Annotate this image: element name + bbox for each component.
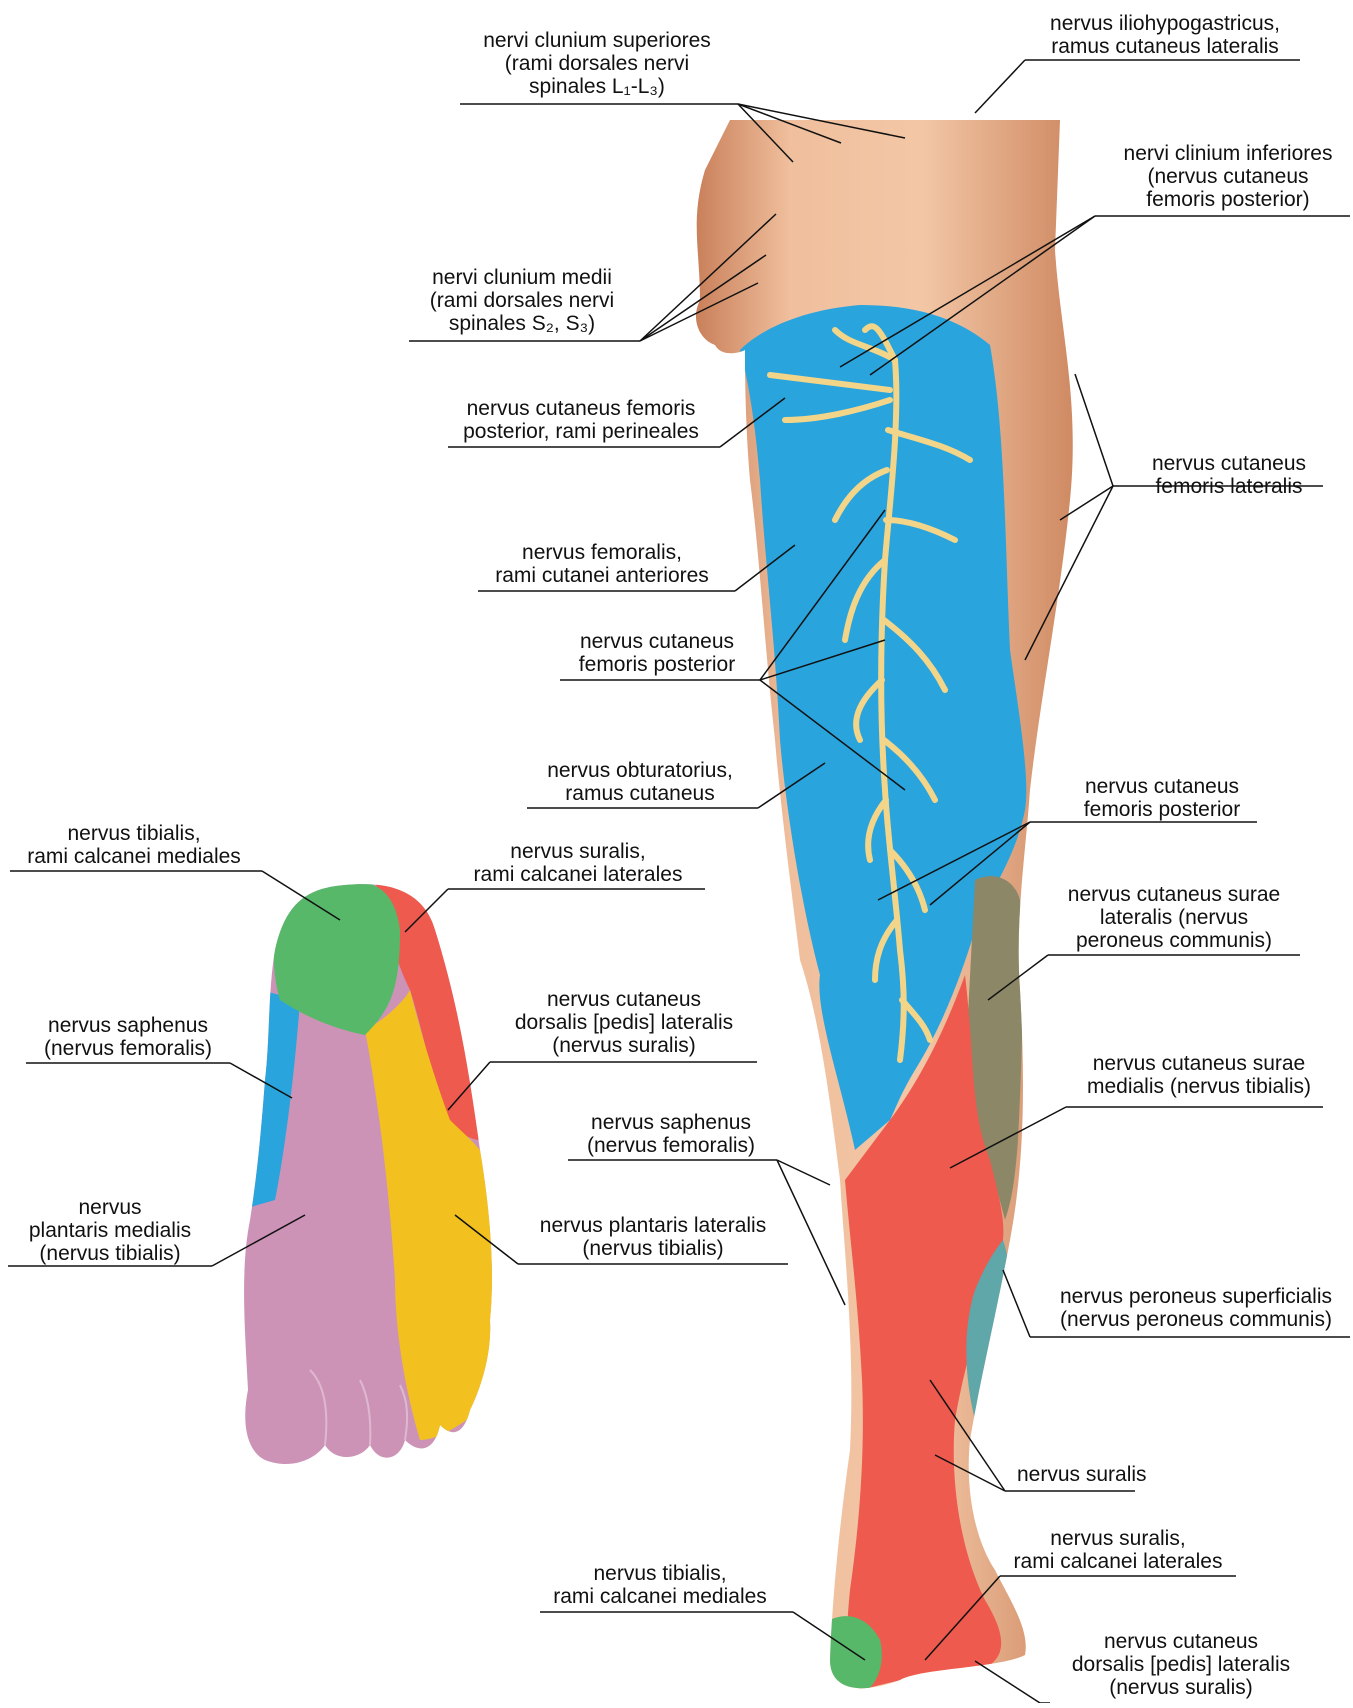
label-dorsalis-foot: nervus cutaneus dorsalis [pedis] lateral…: [515, 988, 733, 1057]
leader-line: [777, 1160, 845, 1305]
label-clunium-medii: nervi clunium medii (rami dorsales nervi…: [430, 266, 614, 335]
label-dorsalis-leg: nervus cutaneus dorsalis [pedis] lateral…: [1072, 1630, 1290, 1699]
label-suralis-calcanei-leg: nervus suralis, rami calcanei laterales: [1014, 1527, 1223, 1573]
label-plantaris-lateralis: nervus plantaris lateralis (nervus tibia…: [540, 1214, 766, 1260]
leader-line: [1075, 374, 1113, 486]
leader-line: [777, 1160, 830, 1185]
label-cut-fem-posterior-2: nervus cutaneus femoris posterior: [1084, 775, 1240, 821]
label-plantaris-medialis: nervus plantaris medialis (nervus tibial…: [29, 1196, 191, 1265]
foot-figure: [240, 880, 494, 1464]
label-cut-fem-lateralis: nervus cutaneus femoris lateralis: [1152, 452, 1306, 498]
label-clinium-inferiores: nervi clinium inferiores (nervus cutaneu…: [1124, 142, 1333, 211]
label-clunium-superiores: nervi clunium superiores (rami dorsales …: [483, 29, 711, 98]
label-suralis-calcanei-foot: nervus suralis, rami calcanei laterales: [474, 840, 683, 886]
label-cut-fem-post-perineales: nervus cutaneus femoris posterior, rami …: [463, 397, 699, 443]
label-obturatorius: nervus obturatorius, ramus cutaneus: [547, 759, 733, 805]
label-peroneus-superficialis: nervus peroneus superficialis (nervus pe…: [1060, 1285, 1332, 1331]
label-surae-medialis: nervus cutaneus surae medialis (nervus t…: [1087, 1052, 1311, 1098]
leader-line: [1003, 1270, 1030, 1337]
label-saphenus-leg: nervus saphenus (nervus femoralis): [587, 1111, 755, 1157]
label-femoralis-anteriores: nervus femoralis, rami cutanei anteriore…: [495, 541, 709, 587]
label-surae-lateralis: nervus cutaneus surae lateralis (nervus …: [1068, 883, 1280, 952]
leader-line: [975, 60, 1025, 113]
leader-line: [975, 1661, 1040, 1703]
label-iliohypogastricus: nervus iliohypogastricus, ramus cutaneus…: [1050, 12, 1280, 58]
label-saphenus-foot: nervus saphenus (nervus femoralis): [44, 1014, 212, 1060]
label-tibialis-calcanei-foot: nervus tibialis, rami calcanei mediales: [27, 822, 241, 868]
leg-figure: [696, 120, 1073, 1696]
label-cut-fem-posterior-1: nervus cutaneus femoris posterior: [579, 630, 735, 676]
label-tibialis-calcanei-leg: nervus tibialis, rami calcanei mediales: [553, 1562, 767, 1608]
label-suralis: nervus suralis: [1017, 1463, 1147, 1486]
